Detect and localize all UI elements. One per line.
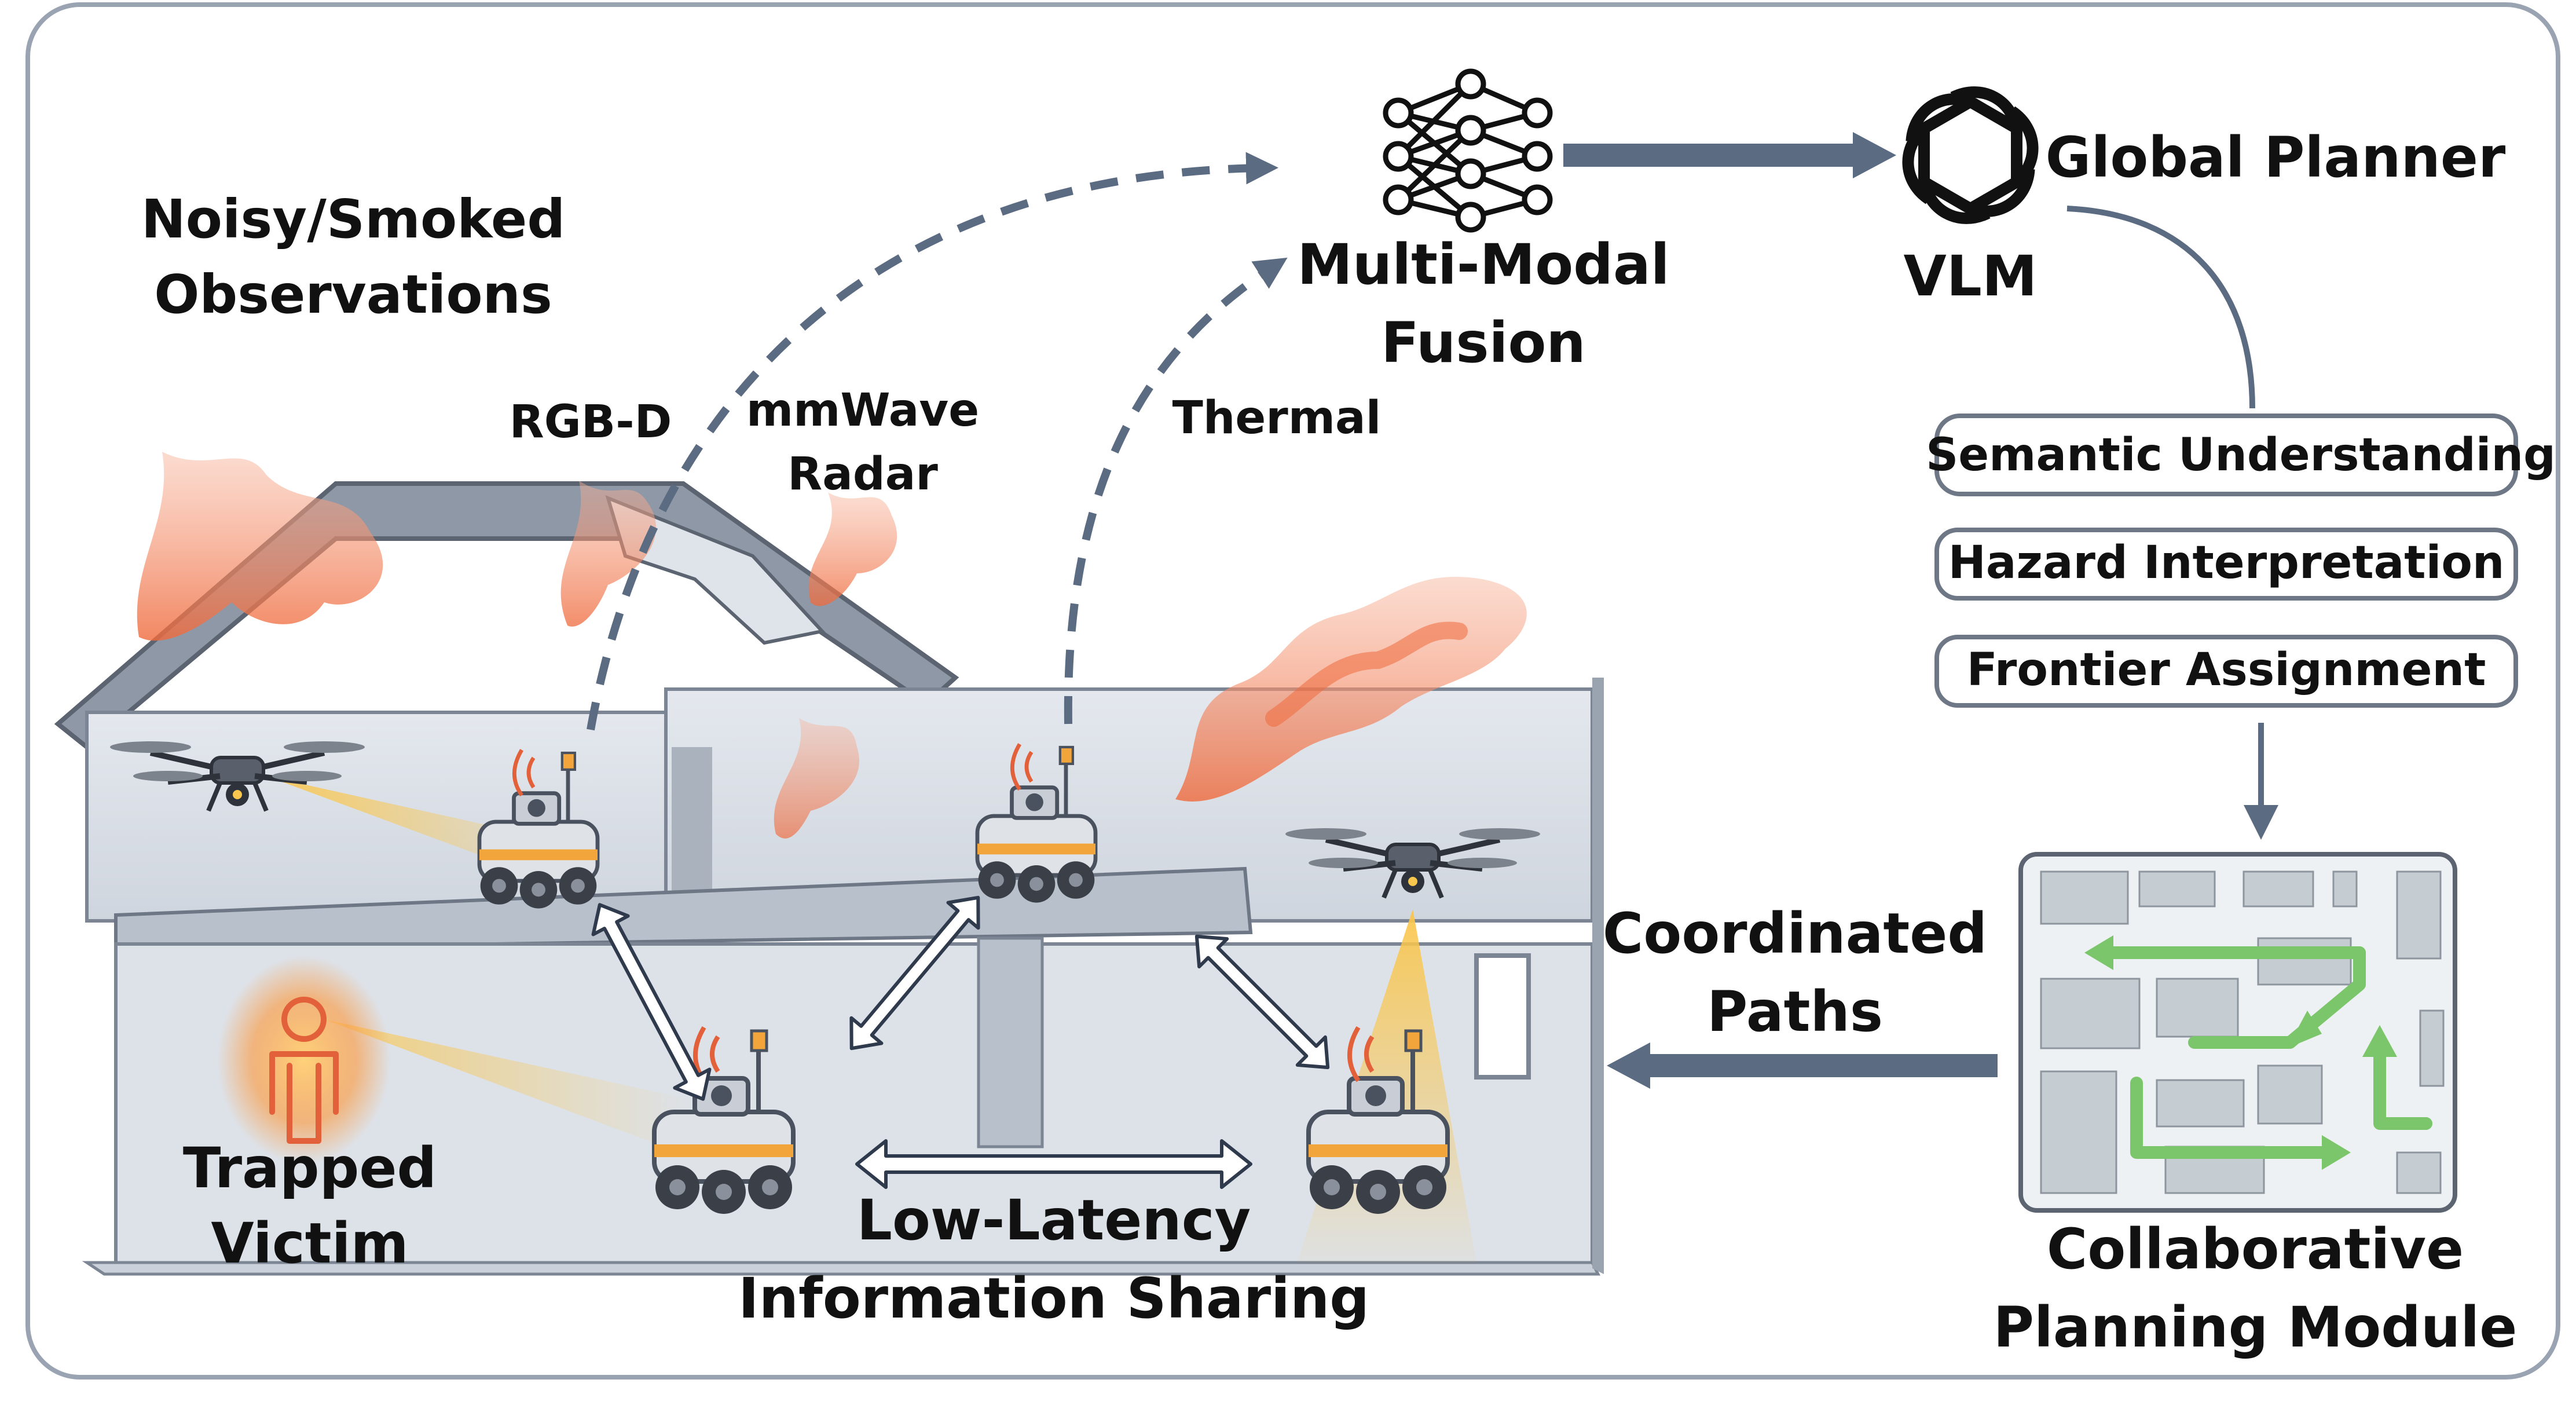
- fusion-to-vlm-arrowhead: [1853, 132, 1896, 178]
- vlm-to-tasks-connector: [2066, 206, 2255, 409]
- paths-label-line1: Coordinated: [1603, 901, 1987, 966]
- task-hazard-interpretation: Hazard Interpretation: [1948, 537, 2505, 589]
- support-column: [977, 936, 1044, 1148]
- rgbd-sensor-arrow: [587, 152, 1278, 731]
- victim-label-line2: Victim: [211, 1211, 408, 1276]
- module-label-line2: Planning Module: [1994, 1295, 2518, 1360]
- map-grid-icon: [2018, 852, 2457, 1213]
- sharing-label-line1: Low-Latency: [857, 1188, 1251, 1253]
- fusion-label-line2: Fusion: [1381, 310, 1585, 375]
- double-arrow: [591, 903, 712, 1101]
- mmwave-label-line2: Radar: [787, 448, 938, 500]
- flame-icon: [560, 481, 657, 627]
- rgbd-label: RGB-D: [510, 396, 672, 448]
- paths-label-line2: Paths: [1707, 979, 1883, 1044]
- observations-label-line1: Noisy/Smoked: [141, 188, 565, 250]
- double-arrow: [849, 895, 980, 1051]
- task-frontier-assignment: Frontier Assignment: [1967, 644, 2486, 696]
- robot-beam: [324, 1019, 695, 1158]
- task-box-semantic: [1934, 414, 2518, 496]
- victim-glow: [217, 956, 391, 1164]
- double-arrow: [855, 1139, 1252, 1189]
- openai-knot-icon: [1902, 86, 2039, 224]
- coordinated-path-arrowheads: [2084, 935, 2397, 1170]
- ground-plate: [82, 1261, 1601, 1276]
- thermal-sensor-arrow: [1064, 257, 1288, 725]
- fusion-label-line1: Multi-Modal: [1297, 232, 1669, 297]
- interior-door: [672, 747, 712, 898]
- side-wall: [1592, 678, 1604, 1274]
- global-planner-label: Global Planner: [2046, 125, 2506, 190]
- flame-icon: [1265, 621, 1468, 727]
- victim-label-line1: Trapped: [183, 1136, 437, 1201]
- mmwave-label-line1: mmWave: [746, 385, 979, 437]
- double-arrow: [1194, 934, 1330, 1070]
- paths-to-building-arrowhead: [1607, 1042, 1650, 1089]
- module-label-line1: Collaborative: [2047, 1217, 2464, 1282]
- fire-group: [137, 452, 1527, 839]
- neural-network-icon: [1383, 68, 1553, 233]
- text-labels: Noisy/Smoked Observations RGB-D mmWave R…: [141, 125, 2556, 1360]
- sharing-label-line2: Information Sharing: [738, 1266, 1369, 1331]
- flame-icon: [774, 718, 859, 839]
- floor-slab: [114, 866, 1253, 952]
- task-box-hazard: [1934, 528, 2518, 601]
- person-icon: [269, 997, 339, 1144]
- window: [1474, 953, 1531, 1080]
- trapped-victim: [217, 956, 391, 1164]
- flame-icon: [808, 492, 897, 606]
- vlm-label: VLM: [1904, 244, 2038, 309]
- thermal-label: Thermal: [1172, 392, 1382, 444]
- sharing-arrows: [591, 895, 1330, 1189]
- coordinated-path-lines: [2101, 946, 2432, 1159]
- task-box-frontier: [1934, 635, 2518, 708]
- task-semantic-understanding: Semantic Understanding: [1926, 429, 2556, 481]
- flame-icon: [137, 452, 383, 641]
- observations-label-line2: Observations: [154, 264, 552, 325]
